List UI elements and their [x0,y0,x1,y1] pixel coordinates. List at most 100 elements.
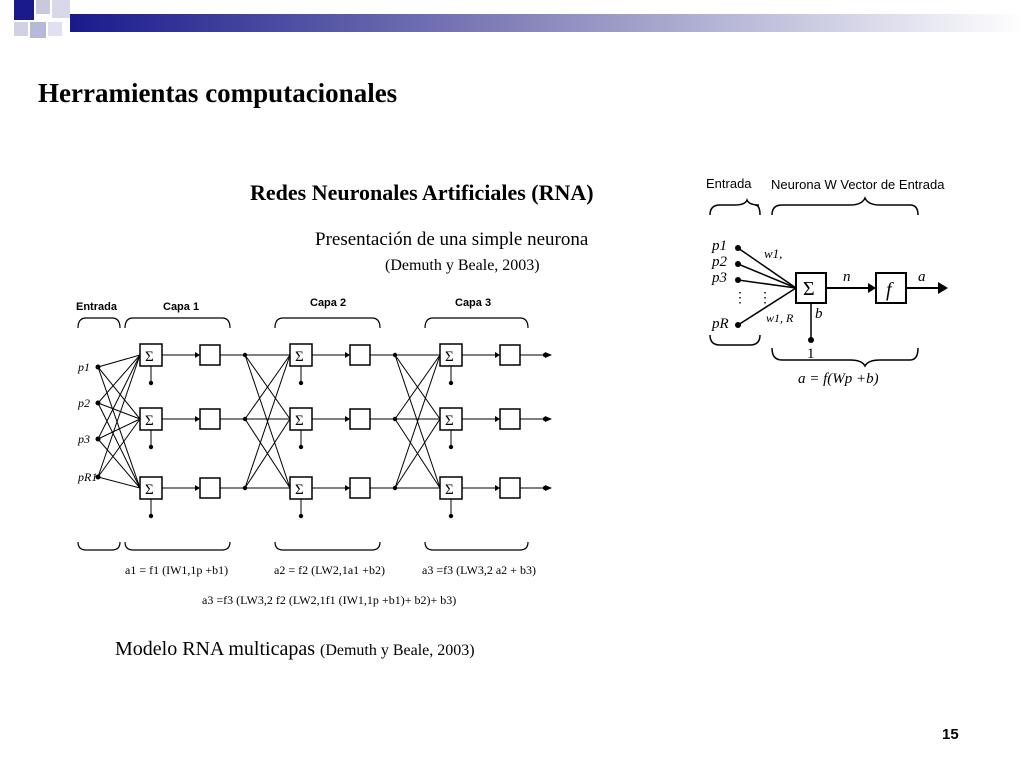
weight-bottom-label: w1, R [766,311,794,325]
layer-brace-top [124,317,231,329]
bias-label: b [815,306,823,322]
bias-node [448,513,454,519]
input-pR: pR [711,316,729,332]
transfer-node [349,344,371,366]
transfer-node [499,344,521,366]
bias-input: 1 [807,346,815,362]
arrowhead [495,485,500,491]
vertical-ellipsis: ⋮ [758,291,772,306]
connection [97,366,141,420]
rna-citation: (Demuth y Beale, 2003) [385,257,540,274]
connection [97,354,141,440]
bias-node [448,380,454,386]
layer-2-label: Capa 2 [310,297,346,309]
page-title: Herramientas computacionales [38,78,398,108]
transfer-node [349,477,371,499]
connection [97,402,141,489]
net-label: n [843,269,851,285]
arrowhead [545,352,552,358]
sum-symbol: Σ [145,349,154,365]
bias-node [298,380,304,386]
transfer-node [499,477,521,499]
connection [97,418,141,440]
equation-layer-2: a2 = f2 (LW2,1a1 +b2) [274,563,385,577]
connection [244,418,291,489]
brace-bottom-input [709,334,761,346]
arrowhead [195,416,200,422]
header-band [0,0,1024,46]
sum-symbol: Σ [145,482,154,498]
connection [97,418,141,478]
connection [97,366,141,489]
equation-layer-1: a1 = f1 (IW1,1p +b1) [125,563,228,577]
connection [97,438,141,489]
layer-3-label: Capa 3 [455,297,491,309]
bias-node [148,513,154,519]
rna-subtitle: Presentación de una simple neurona [315,229,589,250]
transfer-node [199,477,221,499]
input-p3: p3 [711,270,727,286]
connection [244,354,291,489]
bias-node [298,513,304,519]
layer-brace-bottom [77,541,121,551]
brace-top-input [709,197,761,216]
arrowhead [345,416,350,422]
output-label: a [918,269,926,285]
vertical-ellipsis: ⋮ [733,291,747,306]
connection [394,354,441,489]
input-p1: p1 [711,238,727,254]
arrowhead [495,416,500,422]
layer-brace-bottom [424,541,529,551]
sum-symbol: Σ [445,482,454,498]
connection [394,354,441,420]
arrowhead [345,352,350,358]
ml-input-p2: p2 [77,396,90,410]
transfer-node [349,408,371,430]
sum-symbol: Σ [295,413,304,429]
input-p2: p2 [711,254,728,270]
layer-brace-top [274,317,381,329]
layer-1-label: Capa 1 [163,301,199,313]
ml-input-p1: p1 [77,360,90,374]
connection [244,354,291,420]
figure-caption: Modelo RNA multicapas (Demuth y Beale, 2… [115,638,475,661]
page-number: 15 [942,726,959,743]
simple-neuron-label: Neurona W Vector de Entrada [771,177,945,192]
caption-citation: (Demuth y Beale, 2003) [319,642,475,659]
rna-section-title: Redes Neuronales Artificiales (RNA) [250,180,594,205]
connection [97,476,141,489]
sum-symbol: Σ [803,278,815,300]
transfer-node [199,408,221,430]
transfer-node [199,344,221,366]
bias-node [148,444,154,450]
sum-symbol: Σ [445,349,454,365]
layer-brace-bottom [124,541,231,551]
transfer-symbol: f [886,279,894,301]
brace-top-neuron [771,196,919,216]
bias-node [148,380,154,386]
equation-layer-3: a3 =f3 (LW3,2 a2 + b3) [422,563,536,577]
layer-brace-bottom [274,541,381,551]
layer-brace-top [424,317,529,329]
sum-symbol: Σ [145,413,154,429]
arrowhead [345,485,350,491]
bias-node [298,444,304,450]
caption-text: Modelo RNA multicapas [115,638,315,660]
ml-input-p3: p3 [77,432,90,446]
connection [97,354,141,404]
connection [97,354,141,478]
arrowhead [545,485,552,491]
ml-input-label: Entrada [76,301,118,313]
sum-node [795,272,827,304]
equation-full: a3 =f3 (LW3,2 f2 (LW2,1f1 (IW1,1p +b1)+ … [202,593,456,607]
layer-brace-top [77,317,121,329]
sum-symbol: Σ [295,349,304,365]
arrowhead [195,485,200,491]
arrowhead [195,352,200,358]
arrowhead [545,416,552,422]
header-gradient [0,0,1024,38]
ml-input-pR: pR1 [77,470,97,484]
transfer-node [499,408,521,430]
